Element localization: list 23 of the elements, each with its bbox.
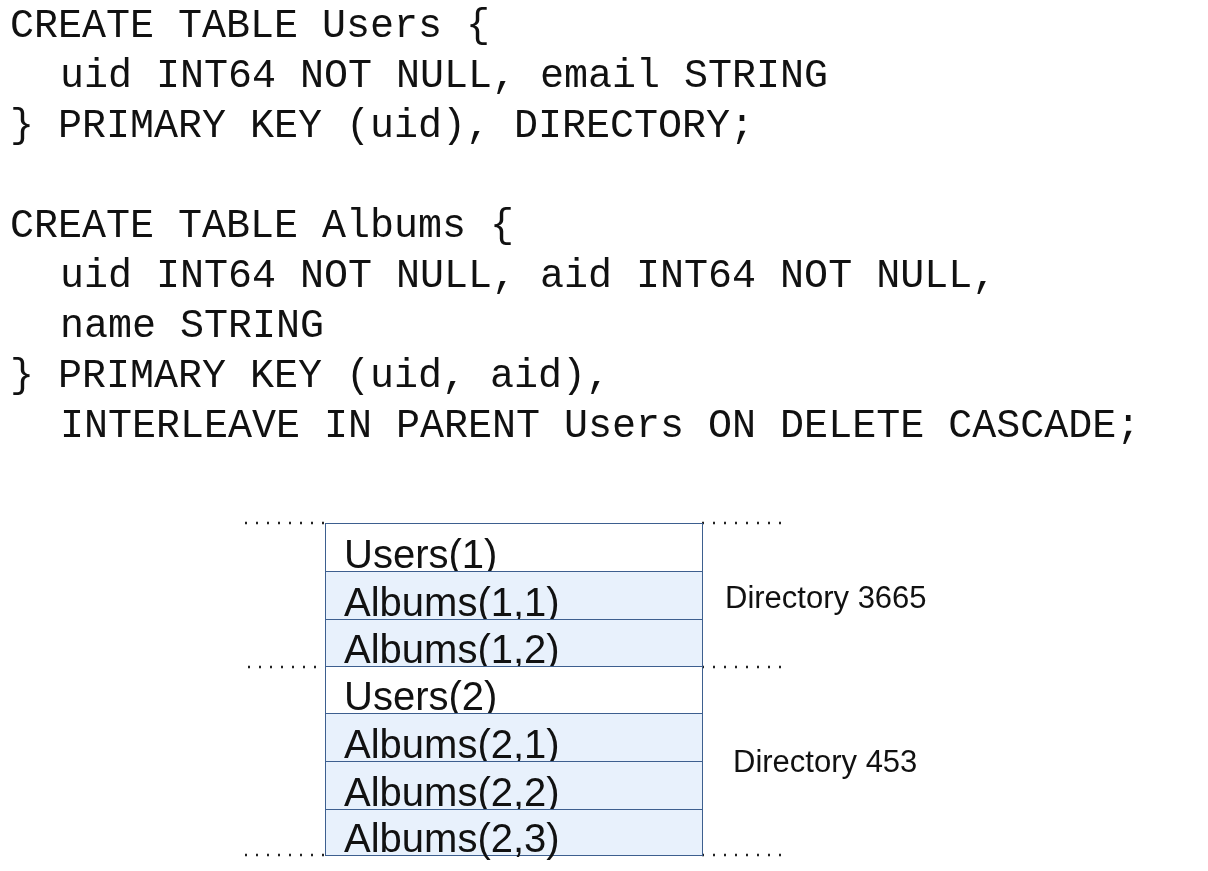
code-line: name STRING [60,303,325,351]
row-label: Users(2) [344,676,498,716]
row-label: Albums(1,2) [344,629,560,669]
table-row [325,666,703,714]
row-label: Albums(2,1) [344,724,560,764]
code-line: } PRIMARY KEY (uid), DIRECTORY; [10,103,755,151]
row-label: Albums(2,3) [344,818,560,858]
directory-label: Directory 453 [733,744,918,780]
table-row [325,761,703,810]
table-row [325,571,703,620]
directory-label: Directory 3665 [725,580,927,616]
table-row [325,523,703,572]
code-line: INTERLEAVE IN PARENT Users ON DELETE CASCADE; [60,403,1141,451]
code-line: CREATE TABLE Users { [10,3,491,51]
row-label: Albums(2,2) [344,772,560,812]
code-line: uid INT64 NOT NULL, aid INT64 NOT NULL, [60,253,997,301]
table-row [325,713,703,762]
code-line: } PRIMARY KEY (uid, aid), [10,353,611,401]
code-line: uid INT64 NOT NULL, email STRING [60,53,829,101]
table-row [325,619,703,667]
row-label: Albums(1,1) [344,582,560,622]
row-label: Users(1) [344,534,498,574]
code-line: CREATE TABLE Albums { [10,203,515,251]
